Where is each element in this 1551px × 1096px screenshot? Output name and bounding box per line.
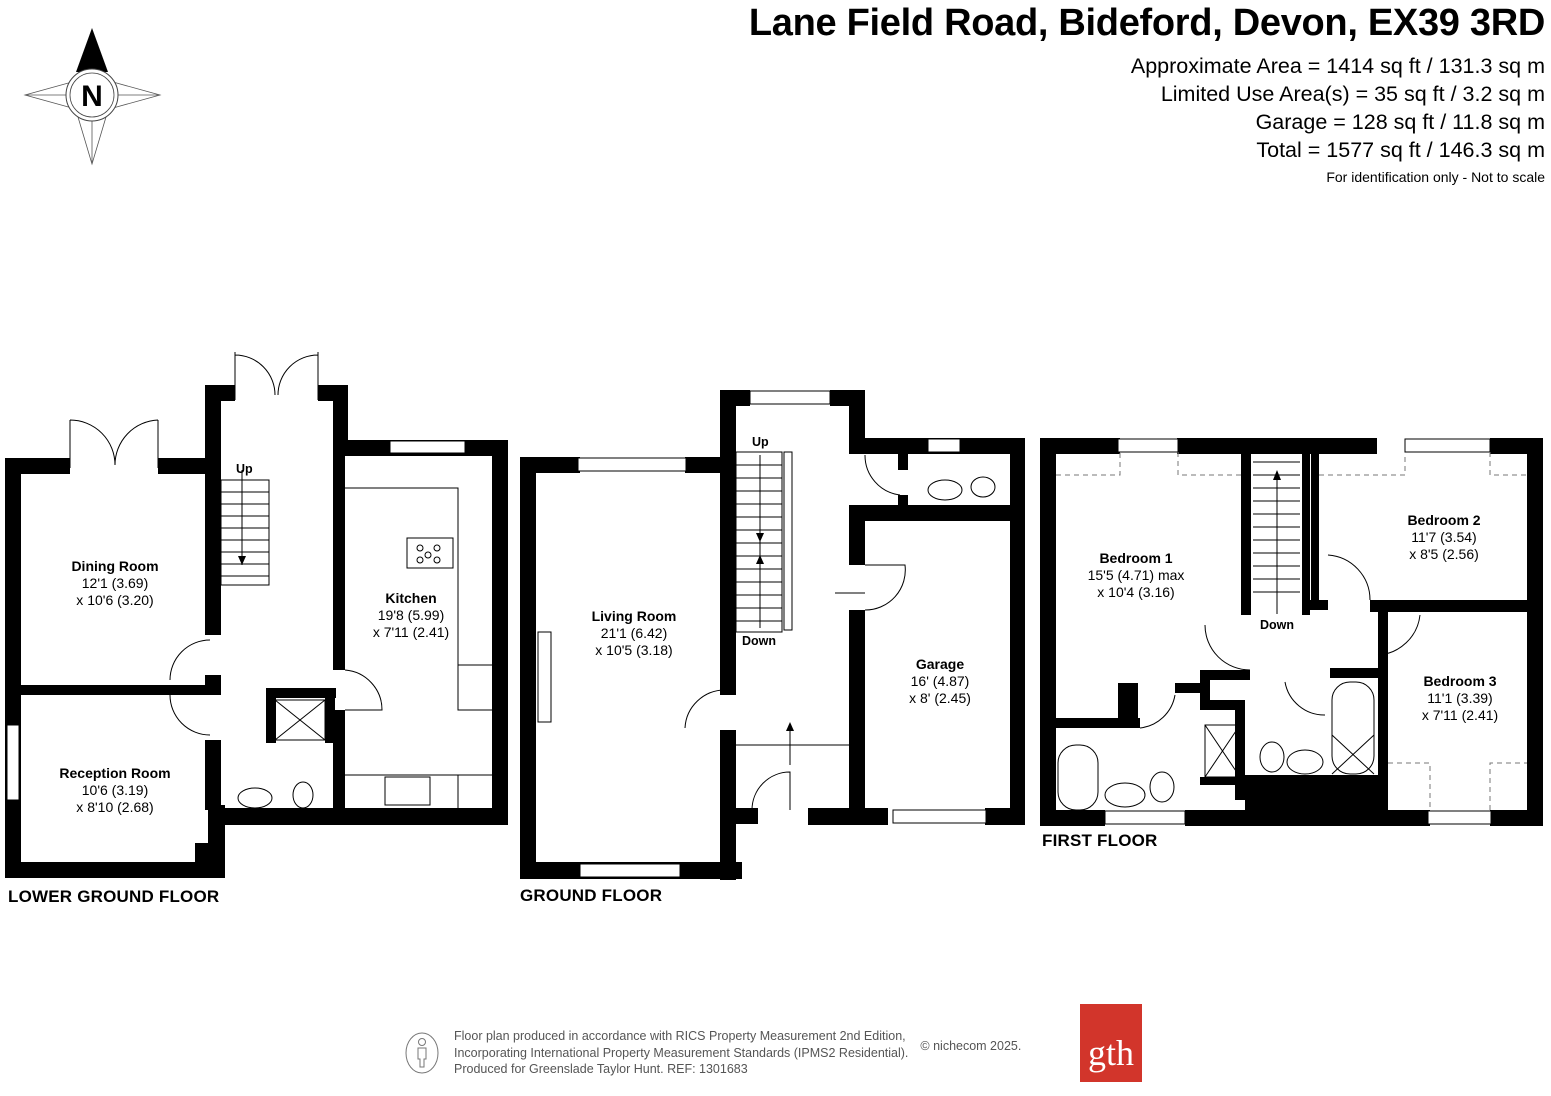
property-address-title: Lane Field Road, Bideford, Devon, EX39 3…	[748, 2, 1545, 44]
total-area: Total = 1577 sq ft / 146.3 sq m	[1256, 138, 1545, 162]
agent-logo: gth	[1080, 1004, 1142, 1082]
room-living: Living Room 21'1 (6.42) x 10'5 (3.18)	[591, 608, 677, 658]
room-dining: Dining Room 12'1 (3.69) x 10'6 (3.20)	[71, 558, 159, 608]
room-garage: Garage 16' (4.87) x 8' (2.45)	[909, 656, 971, 706]
lgf-stairs-up-label: Up	[236, 462, 253, 476]
garage-area: Garage = 128 sq ft / 11.8 sq m	[1255, 110, 1545, 134]
svg-text:N: N	[81, 80, 103, 113]
room-bedroom-3: Bedroom 3 11'1 (3.39) x 7'11 (2.41)	[1421, 673, 1499, 723]
floor-label-ground: GROUND FLOOR	[520, 886, 663, 905]
room-bedroom-1: Bedroom 1 15'5 (4.71) max x 10'4 (3.16)	[1087, 550, 1185, 600]
room-bedroom-2: Bedroom 2 11'7 (3.54) x 8'5 (2.56)	[1407, 512, 1481, 562]
footer-line-1: Floor plan produced in accordance with R…	[454, 1029, 906, 1043]
limited-use-area: Limited Use Area(s) = 35 sq ft / 3.2 sq …	[1160, 82, 1545, 106]
floor-label-first: FIRST FLOOR	[1042, 831, 1158, 850]
room-kitchen: Kitchen 19'8 (5.99) x 7'11 (2.41)	[372, 590, 450, 640]
footer-line-2: Incorporating International Property Mea…	[454, 1045, 909, 1060]
approximate-area: Approximate Area = 1414 sq ft / 131.3 sq…	[1130, 54, 1545, 78]
gf-stairs-down-label: Down	[742, 634, 777, 648]
ff-stairs-down-label: Down	[1260, 618, 1295, 632]
person-icon	[405, 1032, 439, 1074]
floor-label-lower-ground: LOWER GROUND FLOOR	[8, 887, 220, 906]
compass-north-icon: N	[23, 28, 162, 166]
area-summary: Approximate Area = 1414 sq ft / 131.3 sq…	[1131, 52, 1545, 188]
scale-disclaimer: For identification only - Not to scale	[1326, 169, 1545, 185]
footer-line-3: Produced for Greenslade Taylor Hunt. REF…	[454, 1062, 748, 1076]
room-reception: Reception Room 10'6 (3.19) x 8'10 (2.68)	[59, 765, 171, 815]
gf-wall	[520, 457, 536, 879]
gf-stairs-up-label: Up	[752, 435, 769, 449]
ff-wall	[1040, 438, 1056, 826]
footer-credits: Floor plan produced in accordance with R…	[404, 1028, 1021, 1078]
lgf-wall	[5, 458, 21, 878]
copyright: © nichecom 2025.	[920, 1038, 1022, 1053]
